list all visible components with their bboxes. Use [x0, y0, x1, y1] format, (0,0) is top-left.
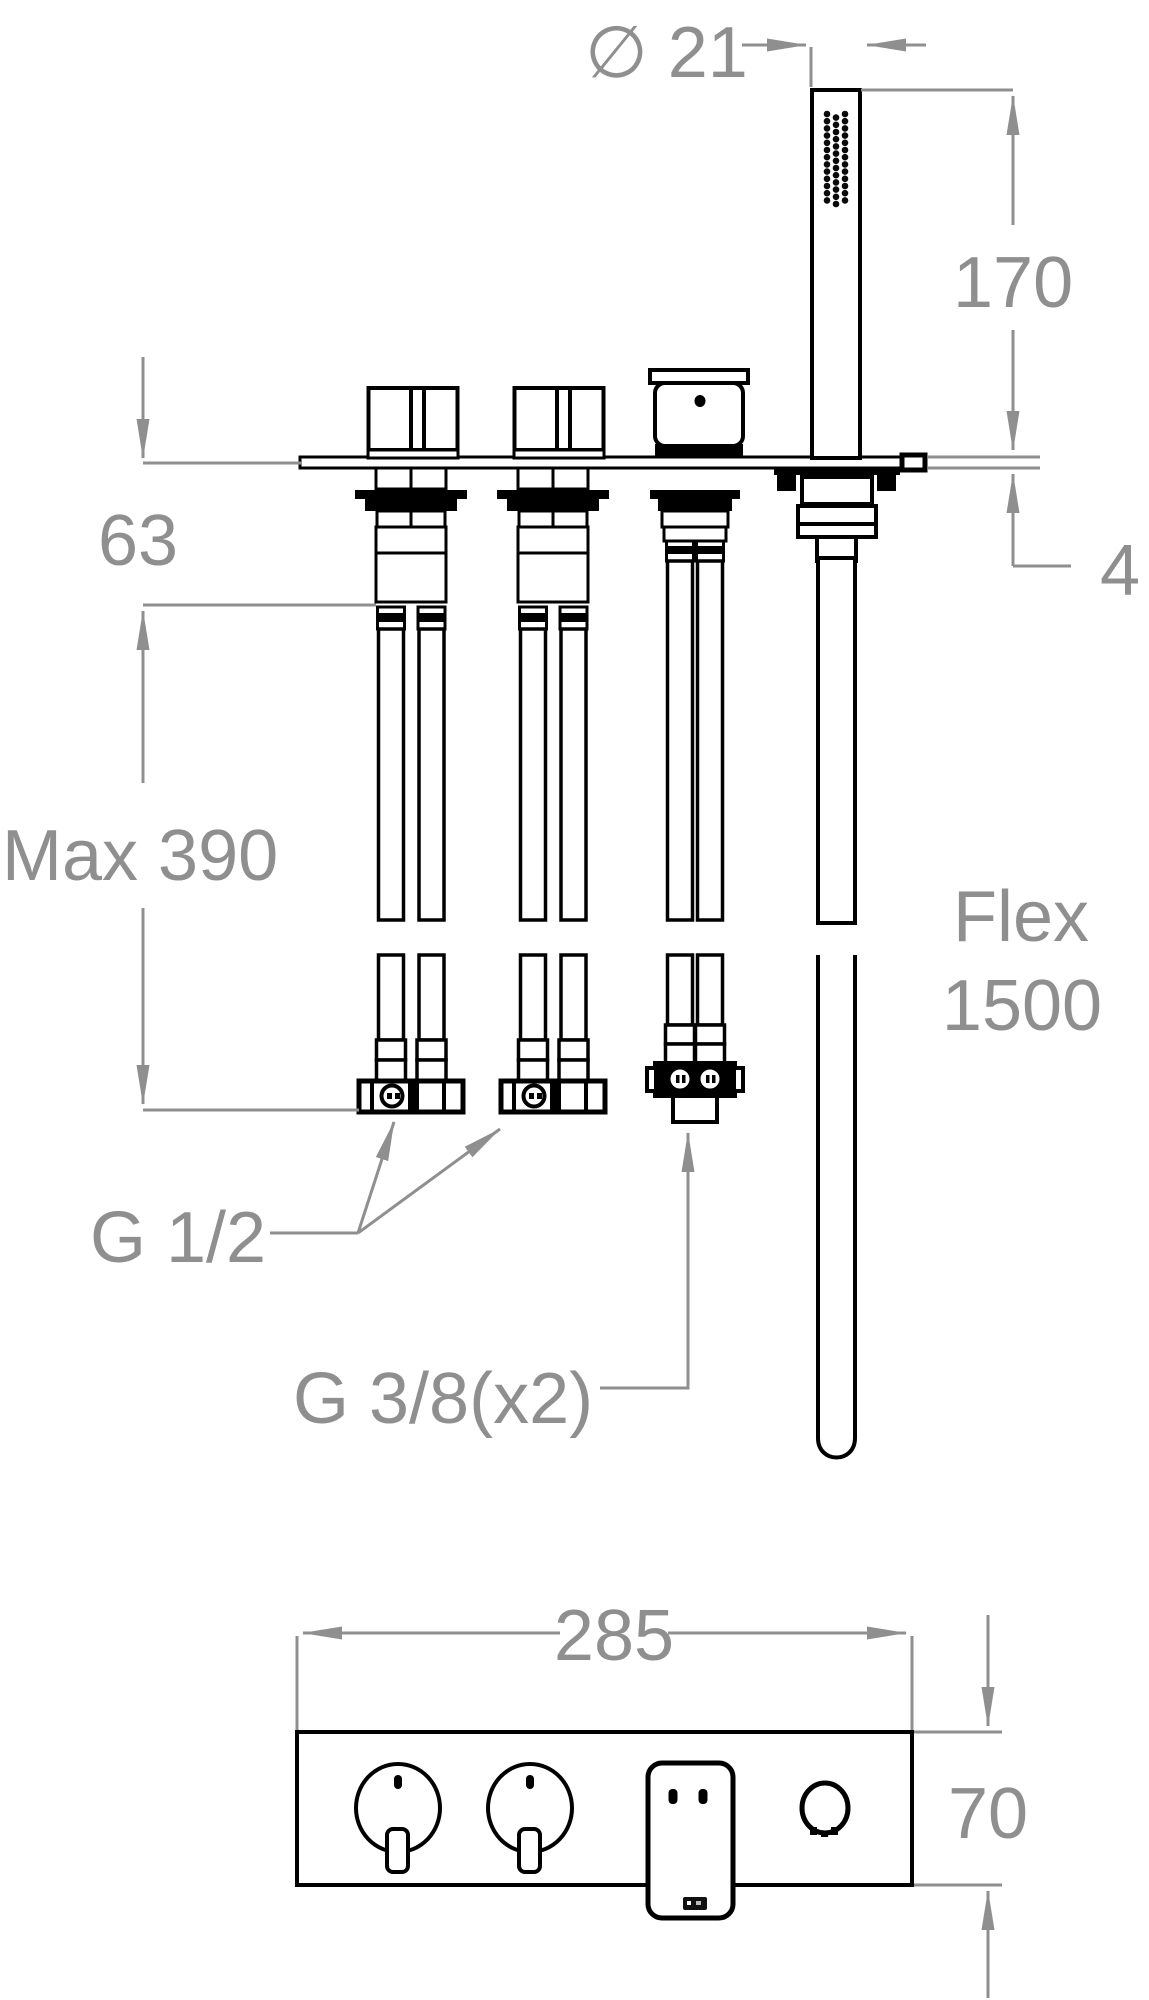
- front-view: [295, 1730, 914, 1921]
- g38-label: G 3/8(x2): [293, 1359, 593, 1439]
- handshower: [810, 88, 862, 460]
- flex-length-label: 1500: [942, 966, 1102, 1046]
- width-285-label: 285: [554, 1596, 674, 1676]
- front-handshower-holder: [799, 1780, 851, 1837]
- label-g-half: G 1/2: [90, 1121, 501, 1278]
- diverter-knob: [648, 368, 750, 458]
- handle-cold: [512, 386, 606, 460]
- label-g-three-eighths: G 3/8(x2): [293, 1132, 695, 1439]
- handle-hot: [366, 386, 460, 460]
- front-knob-cold: [486, 1762, 574, 1874]
- spray-face-dots: [823, 110, 849, 208]
- g12-label: G 1/2: [90, 1198, 266, 1278]
- clearance-63-label: 63: [98, 501, 178, 581]
- dim-handshower-diameter: ∅ 21: [585, 13, 926, 93]
- valve-assembly-hot: [355, 468, 467, 1112]
- dim-285: 285: [295, 1596, 914, 1730]
- height-170-label: 170: [953, 243, 1073, 323]
- diverter-assembly: [645, 490, 745, 1124]
- front-knob-hot: [354, 1762, 442, 1874]
- front-diverter-plate: [645, 1760, 736, 1921]
- dim-4: 4: [928, 455, 1140, 611]
- dim-max-390: Max 390: [2, 603, 376, 1112]
- flex-hose: [816, 556, 857, 1460]
- deck-plate-end-cap: [899, 452, 928, 473]
- brand-logo: [683, 1897, 707, 1910]
- dim-63: 63: [98, 357, 302, 581]
- dim-70: 70: [914, 1615, 1028, 1998]
- flex-label: Flex: [953, 877, 1089, 957]
- side-view: [298, 88, 928, 1460]
- label-flex-1500: Flex 1500: [942, 877, 1102, 1046]
- max-390-label: Max 390: [2, 816, 278, 896]
- valve-assembly-cold: [497, 468, 609, 1112]
- height-70-label: 70: [948, 1774, 1028, 1854]
- handshower-mount: [774, 468, 900, 563]
- thickness-4-label: 4: [1100, 531, 1140, 611]
- dim-170: 170: [861, 88, 1073, 451]
- diameter-label: ∅ 21: [585, 13, 748, 93]
